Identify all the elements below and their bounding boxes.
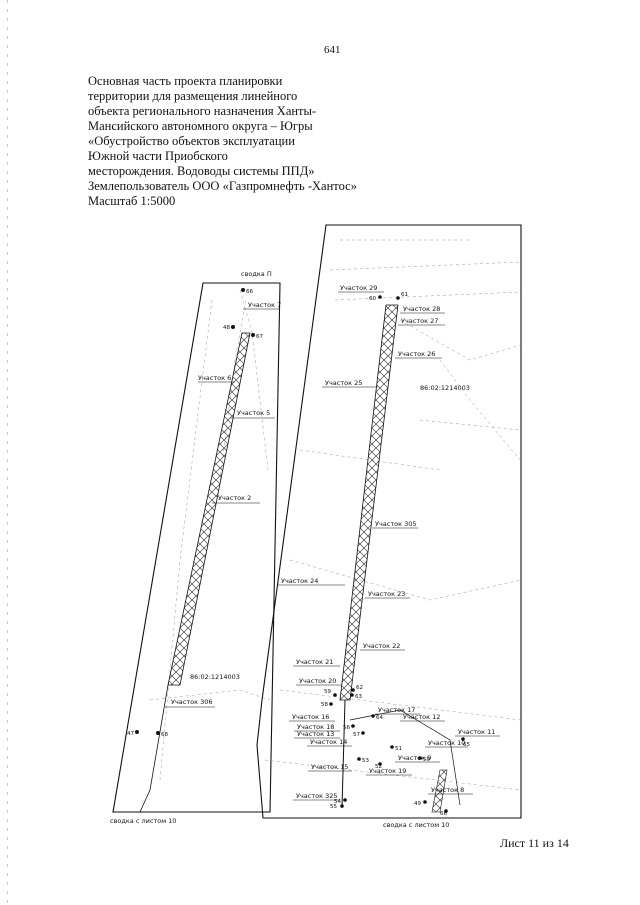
plot-label: Участок 14 bbox=[310, 738, 347, 746]
bottom-ref-label: сводка с листом 10 bbox=[110, 817, 176, 825]
plot-label: Участок 26 bbox=[398, 350, 435, 358]
point-label: 52 bbox=[375, 764, 382, 770]
plot-label: Участок 11 bbox=[458, 728, 495, 736]
header-line: территории для размещения линейного bbox=[88, 89, 298, 103]
header-line: объекта регионального назначения Ханты- bbox=[88, 104, 317, 118]
header-line: Южной части Приобского bbox=[88, 149, 228, 163]
point-label: 64 bbox=[376, 715, 383, 721]
cadastral-label: 86:02:1214003 bbox=[420, 384, 470, 392]
right-corridor-hatch bbox=[339, 304, 399, 701]
point-label: 67 bbox=[256, 334, 263, 340]
plot-label: Участок 22 bbox=[363, 642, 400, 650]
point-label: 61 bbox=[401, 292, 408, 298]
plot-label: Участок 15 bbox=[311, 763, 348, 771]
point-label: 68 bbox=[161, 732, 168, 738]
plot-label: Участок 25 bbox=[325, 379, 362, 387]
plot-label: Участок 18 bbox=[297, 723, 334, 731]
point-label: 66 bbox=[246, 289, 253, 295]
plot-label: Участок 7 bbox=[248, 301, 281, 309]
left-corridor-hatch bbox=[167, 332, 251, 686]
plot-label: Участок 24 bbox=[281, 577, 318, 585]
left-map-contours bbox=[149, 289, 271, 781]
right-map-sheet: сводка с листом 10 86:02:1214003 Участок… bbox=[256, 224, 522, 829]
left-map-frame bbox=[112, 282, 281, 813]
point-label: 60 bbox=[369, 296, 376, 302]
plot-label: Участок 10 bbox=[428, 739, 465, 747]
plot-label: Участок 21 bbox=[296, 658, 333, 666]
sheet-number: Лист 11 из 14 bbox=[500, 836, 569, 850]
point-label: 50 bbox=[423, 757, 430, 763]
point-label: 66 bbox=[440, 811, 447, 817]
plot-label: Участок 20 bbox=[299, 677, 336, 685]
page-number: 641 bbox=[324, 44, 341, 56]
document-header: Основная часть проекта планировки террит… bbox=[88, 74, 388, 209]
top-ref-label: сводка П bbox=[241, 270, 272, 278]
point-label: 56 bbox=[343, 725, 350, 731]
right-map-frame bbox=[256, 224, 522, 819]
plot-label: Участок 2 bbox=[218, 494, 251, 502]
bottom-ref-label: сводка с листом 10 bbox=[383, 821, 449, 829]
point-label: 47 bbox=[127, 731, 134, 737]
point-label: 62 bbox=[356, 685, 363, 691]
plot-label: Участок 325 bbox=[296, 792, 338, 800]
point-label: 59 bbox=[324, 689, 331, 695]
plot-label: Участок 8 bbox=[431, 786, 464, 794]
point-label: 53 bbox=[362, 758, 369, 764]
left-corridor-line bbox=[139, 684, 169, 813]
point-label: 58 bbox=[321, 702, 328, 708]
plot-label: Участок 13 bbox=[297, 730, 334, 738]
plot-label: Участок 6 bbox=[198, 374, 231, 382]
cadastral-label: 86:02:1214003 bbox=[190, 673, 240, 681]
point-label: 63 bbox=[355, 694, 362, 700]
point-label: 65 bbox=[463, 742, 470, 748]
header-line: Мансийского автономного округа – Югры bbox=[88, 119, 313, 133]
header-line: «Обустройство объектов эксплуатации bbox=[88, 134, 295, 148]
plot-label: Участок 23 bbox=[368, 590, 405, 598]
header-line: Землепользователь ООО «Газпромнефть -Хан… bbox=[88, 179, 357, 193]
plot-label: Участок 28 bbox=[403, 305, 440, 313]
point-label: 48 bbox=[223, 325, 230, 331]
plot-label: Участок 19 bbox=[369, 767, 406, 775]
plot-label: Участок 9 bbox=[398, 754, 431, 762]
point-label: 51 bbox=[395, 746, 402, 752]
plot-label: Участок 29 bbox=[340, 284, 377, 292]
header-line: Масштаб 1:5000 bbox=[88, 194, 176, 208]
header-line: Основная часть проекта планировки bbox=[88, 74, 283, 88]
plot-label: Участок 17 bbox=[378, 706, 415, 714]
point-label: 57 bbox=[353, 732, 360, 738]
point-label: 49 bbox=[414, 801, 421, 807]
left-map-sheet: сводка П сводка с листом 10 86:02:121400… bbox=[110, 270, 281, 825]
point-label: 54 bbox=[334, 799, 341, 805]
plot-label: Участок 306 bbox=[171, 698, 213, 706]
plot-label: Участок 16 bbox=[292, 713, 329, 721]
plot-label: Участок 5 bbox=[237, 409, 270, 417]
plot-label: Участок 12 bbox=[403, 713, 440, 721]
scan-edge bbox=[7, 0, 8, 905]
header-line: месторождения. Водоводы системы ППД» bbox=[88, 164, 315, 178]
plot-label: Участок 27 bbox=[401, 317, 438, 325]
point-label: 55 bbox=[330, 804, 337, 810]
plot-label: Участок 305 bbox=[375, 520, 417, 528]
